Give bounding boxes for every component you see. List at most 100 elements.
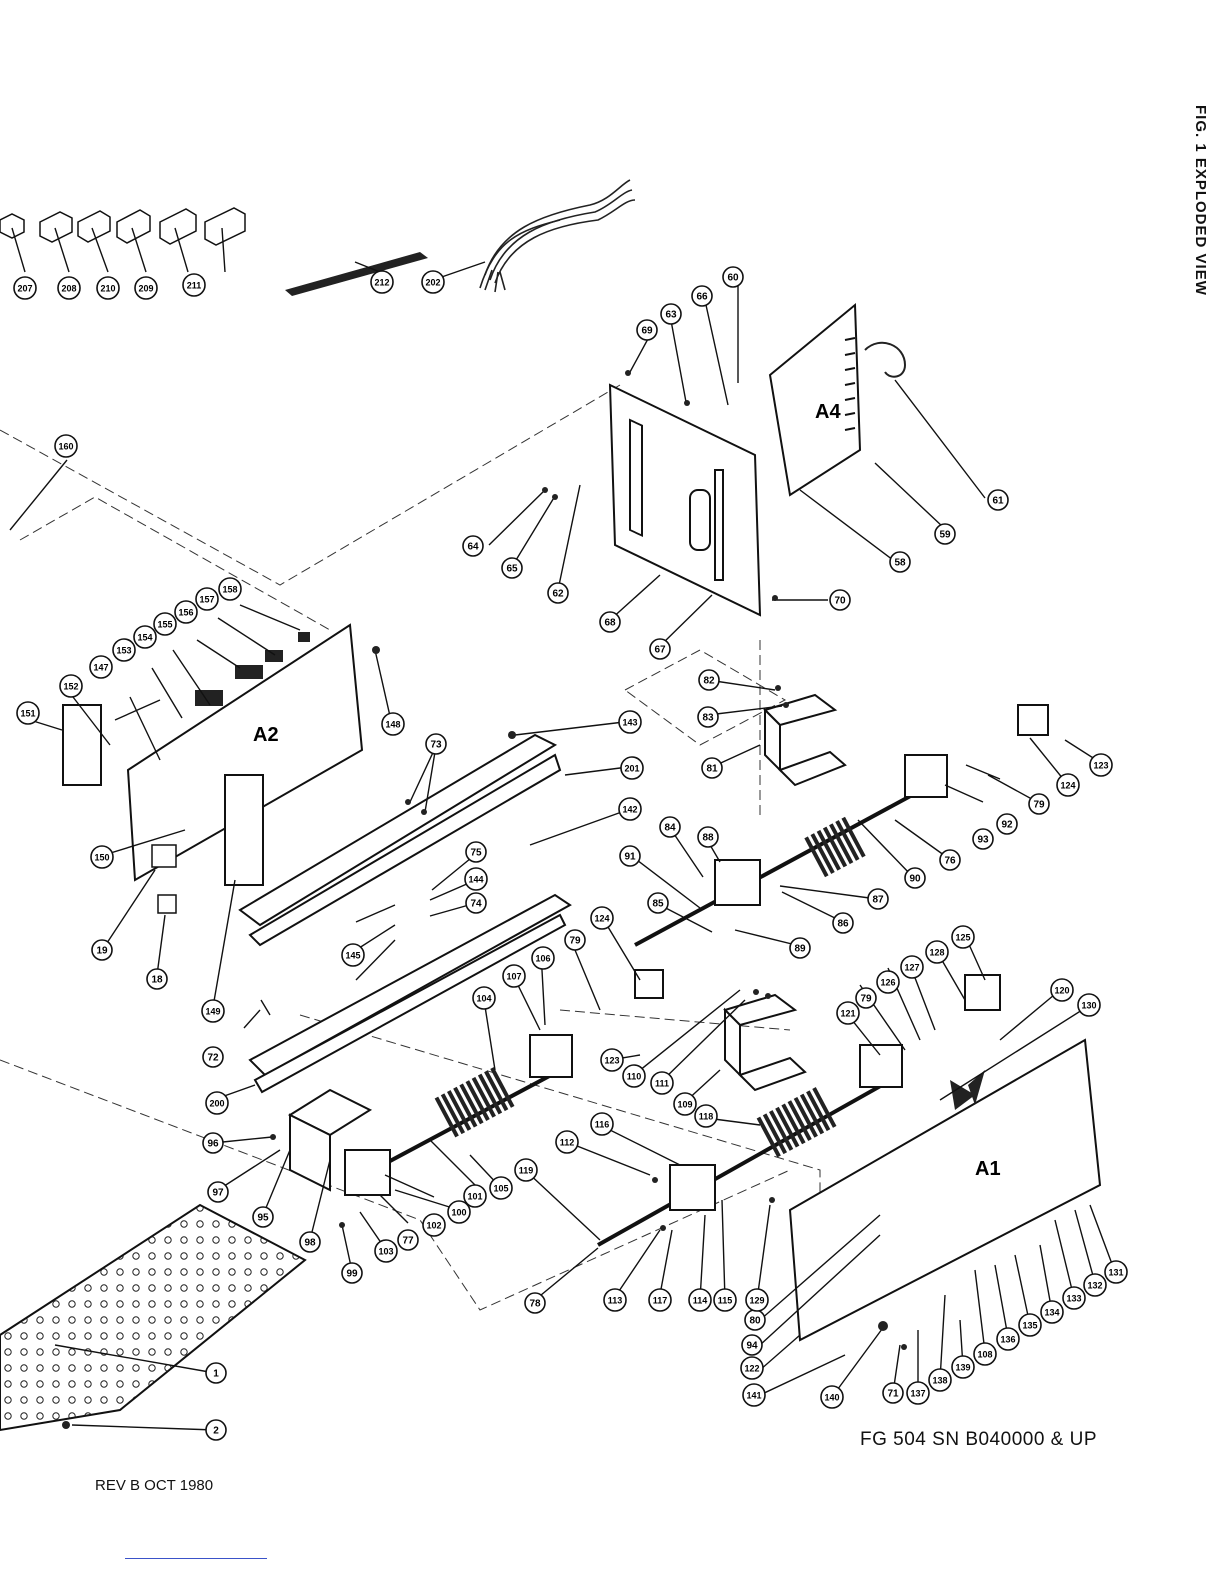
callout-149: 149: [201, 999, 225, 1023]
callout-label: 210: [100, 284, 115, 294]
callout-circle: [96, 276, 120, 300]
callout-label: 87: [872, 895, 884, 906]
callout-101: 101: [463, 1184, 487, 1208]
callout-label: 120: [1054, 986, 1069, 996]
callout-circle: [590, 1112, 614, 1136]
callout-120: 120: [1050, 978, 1074, 1002]
callout-circle: [1062, 1286, 1086, 1310]
callout-label: 137: [910, 1389, 925, 1399]
callout-98: 98: [299, 1231, 321, 1253]
callout-122: 122: [740, 1356, 764, 1380]
callout-label: 93: [977, 835, 989, 846]
callout-circle: [489, 1176, 513, 1200]
callout-label: 151: [20, 709, 35, 719]
callout-133: 133: [1062, 1286, 1086, 1310]
callout-circle: [972, 828, 994, 850]
callout-88: 88: [697, 826, 719, 848]
callout-158: 158: [218, 577, 242, 601]
callout-105: 105: [489, 1176, 513, 1200]
a4-circuit-board: [768, 302, 907, 497]
callout-label: 133: [1066, 1294, 1081, 1304]
callout-circle: [882, 1382, 904, 1404]
callout-label: 68: [604, 618, 616, 629]
callout-circle: [547, 582, 569, 604]
callout-circle: [57, 276, 81, 300]
callout-label: 212: [374, 278, 389, 288]
callout-label: 77: [402, 1236, 414, 1247]
callout-label: 138: [932, 1376, 947, 1386]
callout-63: 63: [660, 303, 682, 325]
callout-label: 107: [506, 972, 521, 982]
callout-circle: [462, 535, 484, 557]
callout-label: 92: [1001, 820, 1013, 831]
callout-circle: [603, 1288, 627, 1312]
callout-label: 125: [955, 933, 970, 943]
callout-label: 130: [1081, 1001, 1096, 1011]
callout-circle: [647, 892, 669, 914]
callout-106: 106: [531, 946, 555, 970]
callout-circle: [867, 888, 889, 910]
callout-label: 123: [604, 1056, 619, 1066]
callout-label: 90: [909, 874, 921, 885]
callout-label: 70: [834, 596, 846, 607]
callout-209: 209: [134, 276, 158, 300]
callout-circle: [1089, 753, 1113, 777]
callout-139: 139: [951, 1355, 975, 1379]
callout-77: 77: [397, 1229, 419, 1251]
callout-circle: [472, 986, 496, 1010]
callout-151: 151: [16, 701, 40, 725]
callout-label: 141: [746, 1391, 761, 1401]
callout-label: 113: [608, 1296, 623, 1306]
callout-circle: [987, 489, 1009, 511]
callout-circle: [832, 912, 854, 934]
callout-label: 84: [664, 823, 676, 834]
callout-circle: [205, 1091, 229, 1115]
callout-label: 58: [894, 558, 906, 569]
callout-circle: [789, 937, 811, 959]
callout-115: 115: [713, 1288, 737, 1312]
assembly-label-a1: A1: [975, 1158, 1001, 1180]
callout-19: 19: [91, 939, 113, 961]
callout-circle: [649, 638, 671, 660]
callout-circle: [463, 1184, 487, 1208]
callout-145: 145: [341, 943, 365, 967]
callout-label: 157: [199, 595, 214, 605]
callout-circle: [618, 797, 642, 821]
callout-label: 124: [1060, 781, 1075, 791]
callout-circle: [370, 270, 394, 294]
ribbon-cable: [285, 252, 428, 296]
callout-circle: [745, 1288, 769, 1312]
callout-label: 143: [622, 718, 637, 728]
callout-label: 18: [151, 975, 163, 986]
callout-circle: [201, 999, 225, 1023]
callout-90: 90: [904, 867, 926, 889]
callout-87: 87: [867, 888, 889, 910]
callout-label: 69: [641, 326, 653, 337]
callout-circle: [925, 940, 949, 964]
callout-bubbles: 1218195859606162636465666768697071727374…: [13, 266, 1128, 1441]
callout-circle: [900, 955, 924, 979]
callout-72: 72: [202, 1046, 224, 1068]
callout-label: 72: [207, 1053, 219, 1064]
callout-circle: [1083, 1273, 1107, 1297]
callout-124: 124: [1056, 773, 1080, 797]
callout-circle: [697, 826, 719, 848]
callout-154: 154: [133, 625, 157, 649]
callout-circle: [590, 906, 614, 930]
callout-label: 110: [627, 1072, 642, 1082]
callout-label: 209: [138, 284, 153, 294]
callout-circle: [16, 701, 40, 725]
assembly-label-a4: A4: [815, 401, 841, 423]
callout-circle: [202, 1046, 224, 1068]
callout-212: 212: [370, 270, 394, 294]
callout-circle: [673, 1092, 697, 1116]
callout-label: 94: [746, 1341, 758, 1352]
callout-89: 89: [789, 937, 811, 959]
callout-label: 139: [955, 1363, 970, 1373]
callout-circle: [740, 1356, 764, 1380]
callout-label: 79: [569, 936, 581, 947]
callout-79: 79: [564, 929, 586, 951]
callout-circle: [195, 587, 219, 611]
callout-211: 211: [182, 273, 206, 297]
